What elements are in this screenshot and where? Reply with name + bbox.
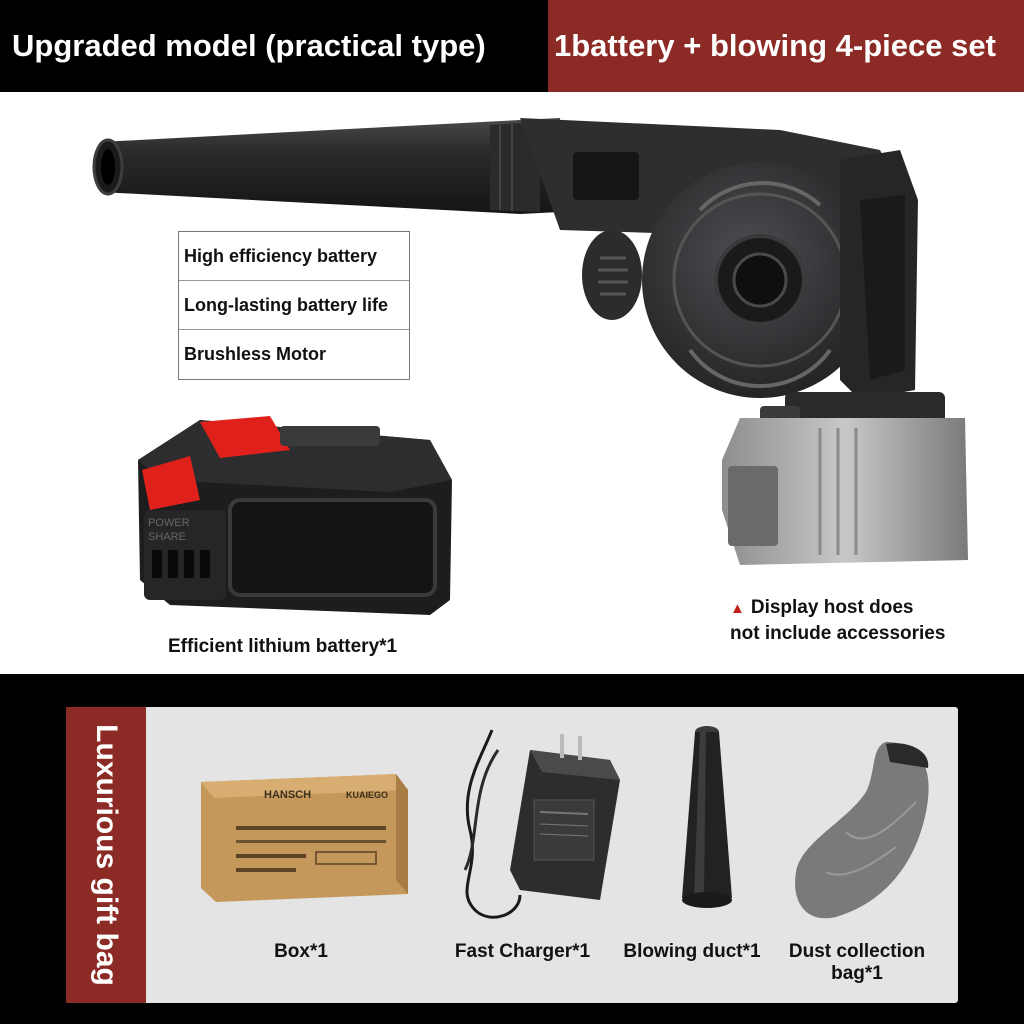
header-right-title: 1battery + blowing 4-piece set	[548, 0, 1024, 92]
accessory-note: ▲ Display host does not include accessori…	[730, 595, 945, 646]
warning-triangle-icon: ▲	[730, 600, 745, 617]
feature-table: High efficiency battery Long-lasting bat…	[178, 231, 410, 380]
header-left-title: Upgraded model (practical type)	[0, 0, 548, 92]
battery-side-text-1: POWER	[148, 517, 190, 529]
feature-row: High efficiency battery	[179, 232, 409, 281]
gift-item-caption: Box*1	[274, 941, 328, 962]
box-brand-text: HANSCH	[264, 789, 311, 801]
blower-image	[92, 118, 968, 565]
battery-caption: Efficient lithium battery*1	[168, 636, 398, 657]
feature-row: Brushless Motor	[184, 344, 327, 364]
charger-image	[463, 729, 620, 919]
header-banner: Upgraded model (practical type) 1battery…	[0, 0, 1024, 92]
gift-item-caption: Blowing duct*1	[623, 941, 761, 962]
dust-bag-image	[795, 742, 929, 919]
gift-item-caption: Fast Charger*1	[454, 941, 591, 962]
blowing-duct-image	[682, 726, 732, 908]
lithium-battery-image: POWER SHARE	[138, 416, 452, 615]
note-line-2: not include accessories	[730, 623, 946, 644]
feature-row: Long-lasting battery life	[179, 281, 409, 330]
battery-side-text-2: SHARE	[148, 531, 186, 543]
gift-tab	[66, 707, 146, 1003]
box-brand-text-2: KUAIEGO	[346, 790, 388, 800]
note-line-1: Display host does	[750, 597, 914, 618]
gift-item-caption: Dust collection bag*1	[788, 941, 926, 984]
gift-tab-label: Luxurious gift bag	[90, 724, 123, 986]
box-image: HANSCH KUAIEGO	[201, 774, 408, 902]
